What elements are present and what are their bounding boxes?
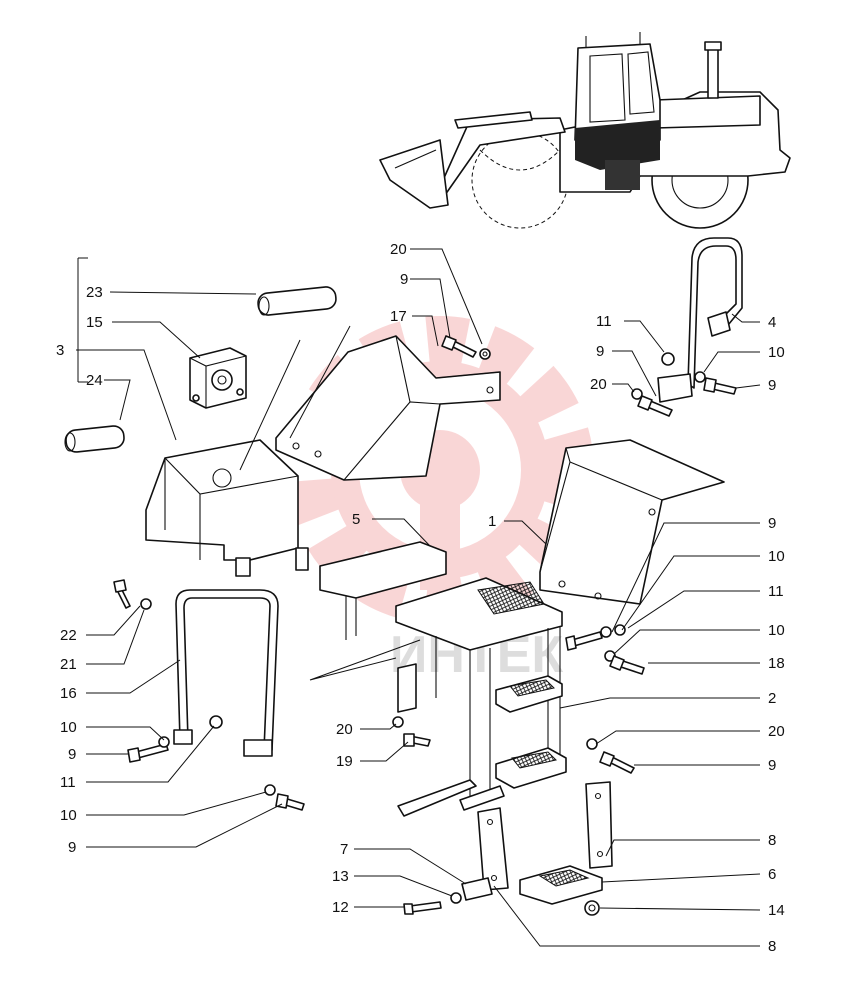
callout-11: 11 (60, 774, 76, 791)
callout-16: 16 (60, 685, 77, 702)
callout-9: 9 (596, 343, 604, 360)
callout-7: 7 (340, 841, 348, 858)
callout-9: 9 (400, 271, 408, 288)
callout-24: 24 (86, 372, 103, 389)
callout-10: 10 (768, 622, 785, 639)
part-15-switch (189, 347, 247, 409)
part-6-step (519, 865, 603, 905)
callout-21: 21 (60, 656, 77, 673)
callout-20: 20 (768, 723, 785, 740)
callout-1: 1 (488, 513, 496, 530)
callout-23: 23 (86, 284, 103, 301)
callout-20: 20 (390, 241, 407, 258)
callout-13: 13 (332, 868, 349, 885)
callout-10: 10 (768, 344, 785, 361)
callout-6: 6 (768, 866, 776, 883)
callout-3: 3 (56, 342, 64, 359)
part-16-handrail (173, 589, 279, 757)
part-1-cover (539, 439, 725, 605)
part-24-grip (64, 425, 125, 453)
callout-14: 14 (768, 902, 785, 919)
callout-20: 20 (590, 376, 607, 393)
callout-10: 10 (60, 807, 77, 824)
callout-11: 11 (596, 313, 612, 330)
part-5-bracket (319, 541, 447, 640)
part-3-console (145, 439, 309, 577)
leader-lines (76, 248, 761, 947)
callout-9: 9 (768, 515, 776, 532)
fasteners (113, 335, 737, 916)
callout-9: 9 (768, 757, 776, 774)
callout-8: 8 (768, 938, 776, 955)
part-4-handrail (657, 237, 743, 403)
callout-labels: 23 15 3 24 20 9 17 11 4 9 10 20 9 5 1 9 … (56, 241, 785, 955)
callout-2: 2 (768, 690, 776, 707)
callout-11: 11 (768, 583, 784, 600)
callout-19: 19 (336, 753, 353, 770)
callout-9: 9 (768, 377, 776, 394)
callout-12: 12 (332, 899, 349, 916)
callout-4: 4 (768, 314, 776, 331)
part-8-plate-a (585, 781, 613, 869)
callout-8: 8 (768, 832, 776, 849)
part-2-frame (395, 577, 567, 817)
callout-10: 10 (60, 719, 77, 736)
callout-9: 9 (68, 746, 76, 763)
callout-20: 20 (336, 721, 353, 738)
callout-18: 18 (768, 655, 785, 672)
callout-15: 15 (86, 314, 103, 331)
part-23-grip (257, 286, 337, 316)
callout-22: 22 (60, 627, 77, 644)
part-17-cover (275, 335, 501, 481)
callout-5: 5 (352, 511, 360, 528)
wheel-loader-overview (379, 32, 791, 229)
callout-17: 17 (390, 308, 407, 325)
part-8-plate-b (477, 807, 509, 891)
callout-9: 9 (68, 839, 76, 856)
callout-10: 10 (768, 548, 785, 565)
